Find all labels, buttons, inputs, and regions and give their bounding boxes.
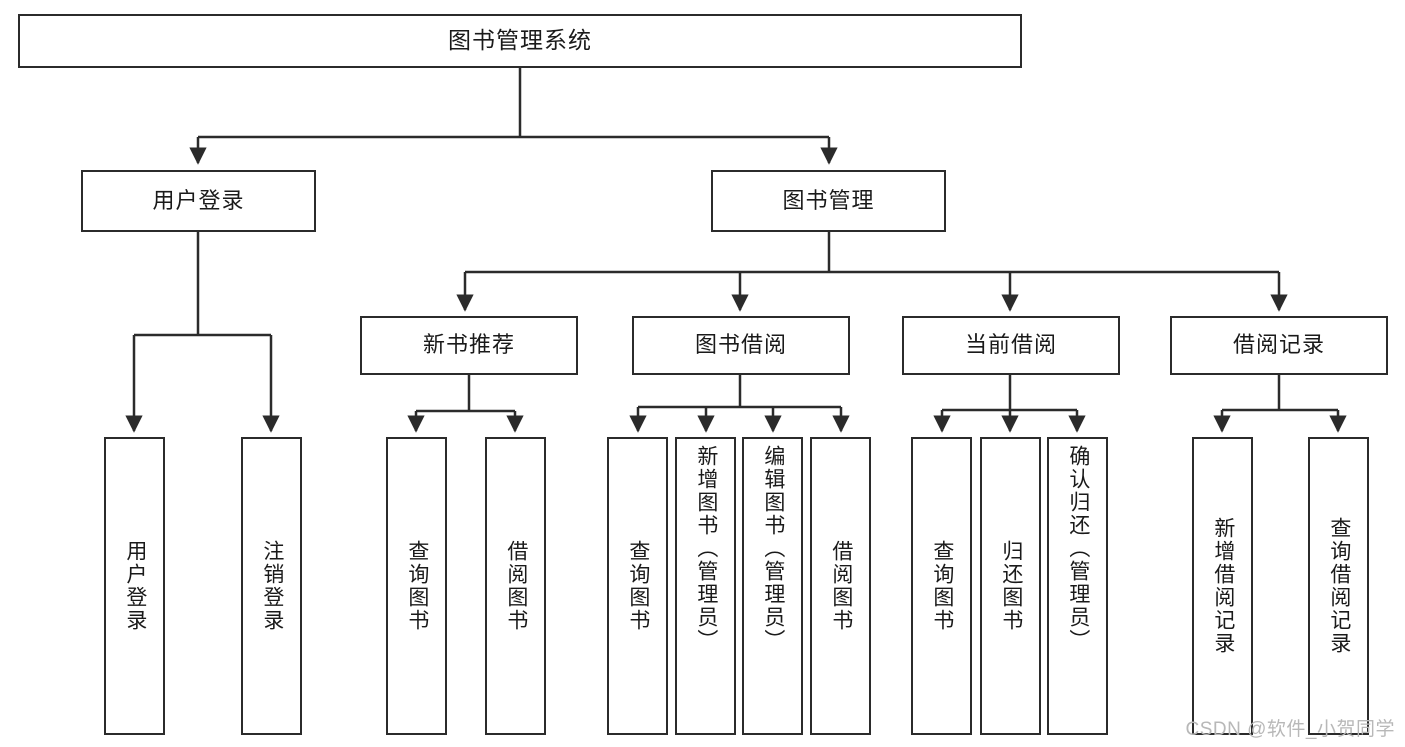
node-label: 借阅图书 [504, 540, 528, 632]
node-label: 图书管理 [782, 187, 875, 213]
node-leaf-user-login[interactable]: 用户登录 [104, 437, 165, 735]
node-label: 查询图书 [405, 540, 429, 632]
node-label: 查询图书 [626, 540, 650, 632]
node-label: 确认归还（管理员） [1066, 445, 1090, 652]
node-leaf-borrow-edit-book[interactable]: 编辑图书（管理员） [742, 437, 803, 735]
node-label: 编辑图书（管理员） [761, 445, 785, 652]
node-label: 查询图书 [930, 540, 954, 632]
csdn-watermark: CSDN @软件_小贺同学 [1185, 719, 1395, 740]
node-new-book-rec[interactable]: 新书推荐 [360, 316, 578, 375]
node-leaf-user-logout[interactable]: 注销登录 [241, 437, 302, 735]
node-leaf-rec-query-book[interactable]: 查询图书 [386, 437, 447, 735]
node-user-login[interactable]: 用户登录 [81, 170, 316, 232]
node-label: 用户登录 [152, 187, 245, 213]
node-current-borrow[interactable]: 当前借阅 [902, 316, 1120, 375]
node-leaf-borrow-borrow-book[interactable]: 借阅图书 [810, 437, 871, 735]
node-leaf-current-confirm-return[interactable]: 确认归还（管理员） [1047, 437, 1108, 735]
node-label: 新书推荐 [422, 332, 515, 358]
node-label: 归还图书 [999, 540, 1023, 632]
node-book-borrow[interactable]: 图书借阅 [632, 316, 850, 375]
node-label: 查询借阅记录 [1327, 517, 1351, 655]
node-label: 注销登录 [260, 540, 284, 632]
node-leaf-borrow-add-book[interactable]: 新增图书（管理员） [675, 437, 736, 735]
node-leaf-borrow-query-book[interactable]: 查询图书 [607, 437, 668, 735]
node-label: 图书管理系统 [448, 27, 592, 54]
node-leaf-current-query-book[interactable]: 查询图书 [911, 437, 972, 735]
node-label: 新增图书（管理员） [694, 445, 718, 652]
node-borrow-record[interactable]: 借阅记录 [1170, 316, 1388, 375]
node-book-management-system[interactable]: 图书管理系统 [18, 14, 1022, 68]
node-label: 当前借阅 [964, 332, 1057, 358]
node-label: 借阅记录 [1232, 332, 1325, 358]
node-leaf-current-return-book[interactable]: 归还图书 [980, 437, 1041, 735]
node-leaf-rec-borrow-book[interactable]: 借阅图书 [485, 437, 546, 735]
node-leaf-record-add[interactable]: 新增借阅记录 [1192, 437, 1253, 735]
node-label: 借阅图书 [829, 540, 853, 632]
node-book-manage[interactable]: 图书管理 [711, 170, 946, 232]
node-label: 图书借阅 [694, 332, 787, 358]
node-leaf-record-query[interactable]: 查询借阅记录 [1308, 437, 1369, 735]
node-label: 新增借阅记录 [1211, 517, 1235, 655]
node-label: 用户登录 [123, 540, 147, 632]
